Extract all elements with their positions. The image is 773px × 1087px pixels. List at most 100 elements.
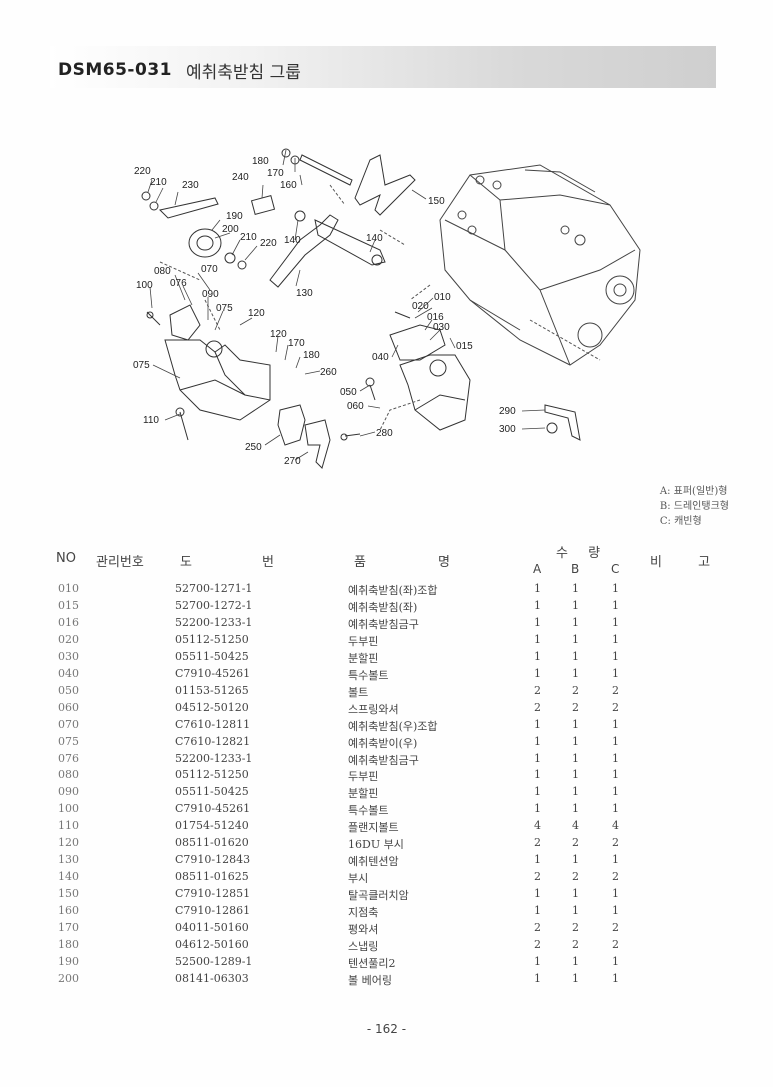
qty-c: 1 [612, 666, 619, 680]
part-name: 텐션풀리2 [348, 956, 396, 970]
qty-c: 1 [612, 887, 619, 901]
page-number: - 162 - [366, 1022, 407, 1036]
qty-b: 1 [572, 649, 579, 663]
qty-a: 1 [534, 768, 541, 782]
part-no: 076 [58, 751, 79, 765]
qty-a: 1 [534, 666, 541, 680]
part-no: 050 [58, 683, 79, 697]
part-no: 010 [58, 582, 79, 595]
qty-b: 1 [572, 768, 579, 782]
qty-a: 4 [534, 819, 541, 833]
qty-b: 4 [572, 819, 579, 833]
part-no: 120 [58, 836, 79, 850]
legend-b: B: 드레인탱크형 [659, 501, 729, 512]
right-bracket [365, 311, 471, 431]
col-name-2: 명 [438, 555, 450, 570]
legend-c: C: 캐빈형 [659, 516, 702, 527]
part-no: 110 [58, 819, 79, 833]
qty-c: 1 [612, 582, 619, 595]
qty-c: 1 [612, 734, 619, 748]
part-no: 180 [58, 937, 79, 951]
callout-220a: 220 [134, 166, 151, 177]
part-number: 52700-1271-1 [175, 582, 253, 595]
callout-016: 016 [427, 312, 444, 323]
qty-c: 2 [612, 921, 619, 934]
qty-b: 2 [572, 921, 579, 934]
qty-a: 2 [534, 937, 541, 951]
qty-a: 1 [534, 954, 541, 968]
col-remark: 비 고 [650, 555, 727, 570]
col-name-1: 품 [354, 555, 366, 570]
callout-170b: 170 [288, 338, 305, 349]
part-number: 05511-50425 [175, 785, 249, 799]
qty-c: 1 [612, 853, 619, 867]
col-drawing-2: 번 [262, 555, 274, 570]
col-mgmt: 관리번호 [96, 555, 144, 570]
qty-a: 1 [534, 632, 541, 646]
part-no: 040 [58, 666, 79, 680]
legend-a: A: 표퍼(일반)형 [659, 486, 728, 497]
qty-b: 1 [572, 666, 579, 680]
part-number: 04512-50120 [175, 700, 249, 714]
part-no: 060 [58, 700, 79, 714]
qty-a: 2 [534, 870, 541, 884]
callout-250: 250 [245, 442, 262, 453]
callout-050: 050 [340, 387, 357, 398]
qty-c: 2 [612, 700, 619, 714]
part-no: 170 [58, 921, 79, 934]
qty-a: 1 [534, 734, 541, 748]
qty-b: 1 [572, 904, 579, 918]
part-name: 탈곡클러치암 [348, 889, 409, 903]
part-number: 04011-50160 [175, 921, 249, 934]
part-no: 030 [58, 649, 79, 663]
part-number: 08511-01625 [175, 870, 249, 884]
part-no: 140 [58, 870, 79, 884]
part-no: 075 [58, 734, 79, 748]
callout-120b: 120 [270, 329, 287, 340]
callout-020: 020 [412, 301, 429, 312]
callout-030: 030 [433, 322, 450, 333]
qty-a: 2 [534, 836, 541, 850]
callout-100: 100 [136, 280, 153, 291]
callout-040: 040 [372, 352, 389, 363]
qty-b: 1 [572, 734, 579, 748]
part-name: 분할핀 [348, 651, 379, 665]
qty-c: 1 [612, 785, 619, 799]
qty-c: 1 [612, 768, 619, 782]
qty-b: 1 [572, 785, 579, 799]
part-name: 지점축 [348, 906, 379, 920]
qty-c: 2 [612, 937, 619, 951]
qty-b: 1 [572, 887, 579, 901]
header-banner: DSM65-031 예취축받침 그룹 [50, 46, 716, 88]
col-qty-b: B [571, 562, 580, 576]
callout-270: 270 [284, 456, 301, 467]
qty-b: 1 [572, 582, 579, 595]
col-no: NO [56, 551, 76, 566]
part-no: 020 [58, 632, 79, 646]
part-name: 두부핀 [348, 770, 379, 784]
qty-c: 1 [612, 954, 619, 968]
part-name: 예취축받침금구 [348, 617, 419, 631]
qty-c: 1 [612, 751, 619, 765]
callout-170a: 170 [267, 168, 284, 179]
callout-010: 010 [434, 292, 451, 303]
qty-a: 1 [534, 802, 541, 816]
part-name: 16DU 부시 [348, 838, 404, 852]
part-number: 05112-51250 [175, 768, 249, 782]
part-number: 08511-01620 [175, 836, 249, 850]
callout-280: 280 [376, 428, 393, 439]
callout-150: 150 [428, 196, 445, 207]
callout-075a: 075 [216, 303, 233, 314]
part-number: 05112-51250 [175, 632, 249, 646]
variant-legend: A: 표퍼(일반)형 B: 드레인탱크형 C: 캐빈형 [660, 484, 729, 529]
